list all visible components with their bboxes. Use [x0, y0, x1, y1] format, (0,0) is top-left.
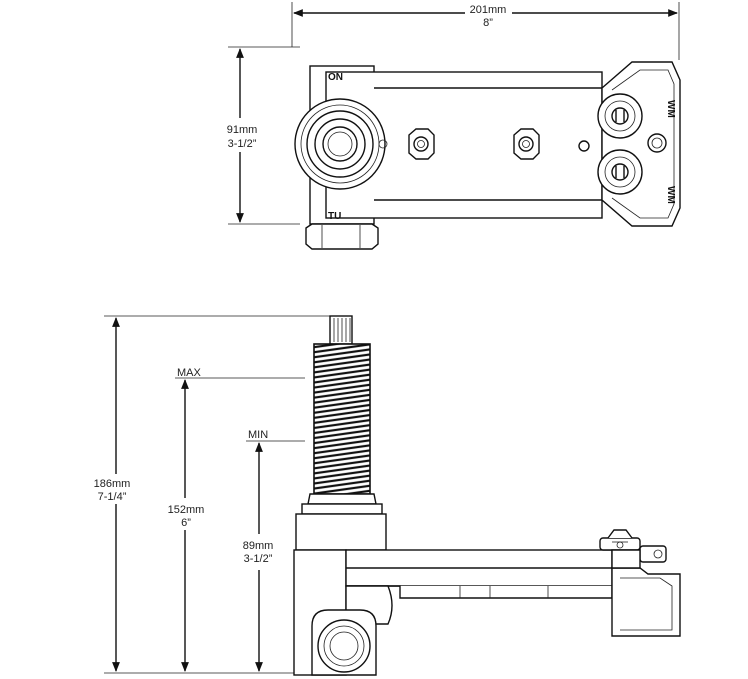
- max-height-dimension: MAX 152mm 6”: [168, 367, 305, 672]
- tub-label: TU: [328, 211, 341, 222]
- valve-stem: [295, 315, 387, 551]
- on-label: ON: [328, 72, 343, 83]
- height-metric-label: 91mm: [227, 124, 258, 136]
- width-imperial-label: 8”: [483, 17, 493, 29]
- min-height-imperial-label: 3-1/2”: [244, 553, 273, 565]
- total-height-metric-label: 186mm: [94, 478, 131, 490]
- top-view: 201mm 8” 91mm 3-1/2” ON TU WM WM: [227, 2, 681, 250]
- valve-body-side: [293, 549, 613, 676]
- cartridge-top: [294, 98, 388, 190]
- width-dimension: 201mm 8”: [291, 2, 680, 60]
- height-dimension: 91mm 3-1/2”: [227, 46, 300, 225]
- height-imperial-label: 3-1/2”: [228, 138, 257, 150]
- side-view: 186mm 7-1/4” MAX 152mm 6” MIN 89mm 3-1/2…: [94, 315, 681, 676]
- max-height-metric-label: 152mm: [168, 504, 205, 516]
- min-label: MIN: [248, 429, 268, 441]
- svg-text:WM: WM: [665, 100, 676, 118]
- min-height-metric-label: 89mm: [243, 540, 274, 552]
- total-height-imperial-label: 7-1/4”: [98, 491, 127, 503]
- max-label: MAX: [177, 367, 202, 379]
- max-height-imperial-label: 6”: [181, 517, 191, 529]
- svg-text:WM: WM: [665, 186, 676, 204]
- hex-nut-top: [305, 223, 379, 250]
- total-height-dimension: 186mm 7-1/4”: [94, 315, 330, 674]
- outlet-fitting-side: [599, 529, 681, 637]
- mounting-bolts: [408, 128, 540, 160]
- width-metric-label: 201mm: [470, 4, 507, 16]
- inlet-manifold: WM WM: [578, 61, 681, 227]
- min-height-dimension: MIN 89mm 3-1/2”: [243, 429, 305, 672]
